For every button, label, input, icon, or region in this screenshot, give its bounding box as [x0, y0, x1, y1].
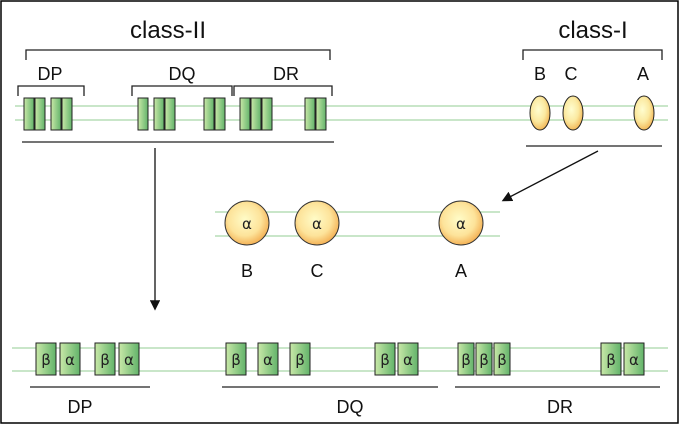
class-ii-title: class-II: [130, 17, 206, 44]
dr-gene-boxes: [239, 97, 327, 131]
dq-gene-box: [214, 97, 226, 131]
dq-chain-boxes: β α β β α: [225, 342, 419, 376]
dr-bracket: [233, 85, 333, 96]
class-ii-bracket: [25, 49, 331, 60]
dr-gene-box: [250, 97, 262, 131]
dp-chain-box: [59, 342, 81, 376]
dp-chain-symbol: β: [100, 351, 110, 369]
class-i-expression-arrow: [501, 150, 599, 202]
dr-chain-box: [493, 342, 511, 376]
class-i-bracket: [522, 49, 663, 60]
alpha-chain-b: [224, 200, 270, 246]
dq-gene-boxes: [137, 97, 226, 131]
dq-chain-box: [289, 342, 311, 376]
alpha-symbol-b: α: [242, 215, 252, 233]
dp-chain-symbol: α: [124, 351, 134, 369]
alpha-symbol-a: α: [456, 215, 466, 233]
gene-label-dp: DP: [37, 64, 62, 84]
dq-chain-symbol: β: [231, 351, 241, 369]
dp-chain-boxes: β α β α: [35, 342, 140, 376]
dr-chain-box: [623, 342, 645, 376]
dq-chain-box: [397, 342, 419, 376]
gene-label-c: C: [565, 64, 578, 84]
class-ii-products-row: β α β α DP β α β β α DQ β: [12, 342, 668, 417]
dp-chain-symbol: β: [41, 351, 51, 369]
dq-chain-box: [225, 342, 247, 376]
product-label-b: B: [241, 261, 253, 281]
product-label-c: C: [311, 261, 324, 281]
alpha-chain-a: [438, 200, 484, 246]
dr-chain-boxes: β β β β α: [457, 342, 645, 376]
dq-gene-box: [164, 97, 176, 131]
dq-chain-symbol: β: [295, 351, 305, 369]
dp-gene-box: [23, 97, 35, 131]
dr-chain-symbol: α: [629, 351, 639, 369]
product-label-dq: DQ: [337, 397, 364, 417]
class-i-gene-ellipses: [529, 95, 655, 131]
dr-gene-box: [261, 97, 273, 131]
dq-bracket: [131, 85, 233, 96]
dp-gene-boxes: [23, 97, 73, 131]
dr-gene-box: [304, 97, 316, 131]
dr-chain-symbol: β: [497, 351, 507, 369]
dr-chain-symbol: β: [606, 351, 616, 369]
dq-gene-box: [203, 97, 215, 131]
gene-label-b: B: [534, 64, 546, 84]
class-i-gene-box: [633, 95, 655, 131]
alpha-symbol-c: α: [312, 215, 322, 233]
dp-bracket: [17, 85, 85, 96]
dr-chain-box: [457, 342, 475, 376]
gene-label-dr: DR: [273, 64, 299, 84]
dr-chain-symbol: β: [461, 351, 471, 369]
dq-gene-box: [137, 97, 149, 131]
product-label-dr: DR: [547, 397, 573, 417]
class-i-gene-box: [529, 95, 551, 131]
dp-gene-box: [61, 97, 73, 131]
dq-gene-box: [153, 97, 165, 131]
dp-chain-box: [118, 342, 140, 376]
dp-gene-box: [50, 97, 62, 131]
dq-chain-symbol: α: [263, 351, 273, 369]
dq-chain-symbol: β: [380, 351, 390, 369]
dr-gene-box: [315, 97, 327, 131]
class-i-title: class-I: [558, 17, 627, 44]
dp-chain-symbol: α: [65, 351, 75, 369]
dq-chain-box: [374, 342, 396, 376]
dr-chain-box: [600, 342, 622, 376]
product-label-dp: DP: [67, 397, 92, 417]
dq-chain-symbol: α: [403, 351, 413, 369]
dr-chain-box: [475, 342, 493, 376]
dr-gene-box: [239, 97, 251, 131]
class-i-gene-box: [562, 95, 584, 131]
class-i-products-row: α α α B C A: [215, 200, 500, 281]
dp-chain-box: [35, 342, 57, 376]
product-label-a: A: [455, 261, 467, 281]
dp-gene-box: [34, 97, 46, 131]
alpha-chain-c: [294, 200, 340, 246]
dp-chain-box: [94, 342, 116, 376]
gene-label-a: A: [637, 64, 649, 84]
gene-map-row: class-II DP DQ DR: [15, 17, 668, 147]
dr-chain-symbol: β: [479, 351, 489, 369]
dq-chain-box: [257, 342, 279, 376]
gene-label-dq: DQ: [169, 64, 196, 84]
